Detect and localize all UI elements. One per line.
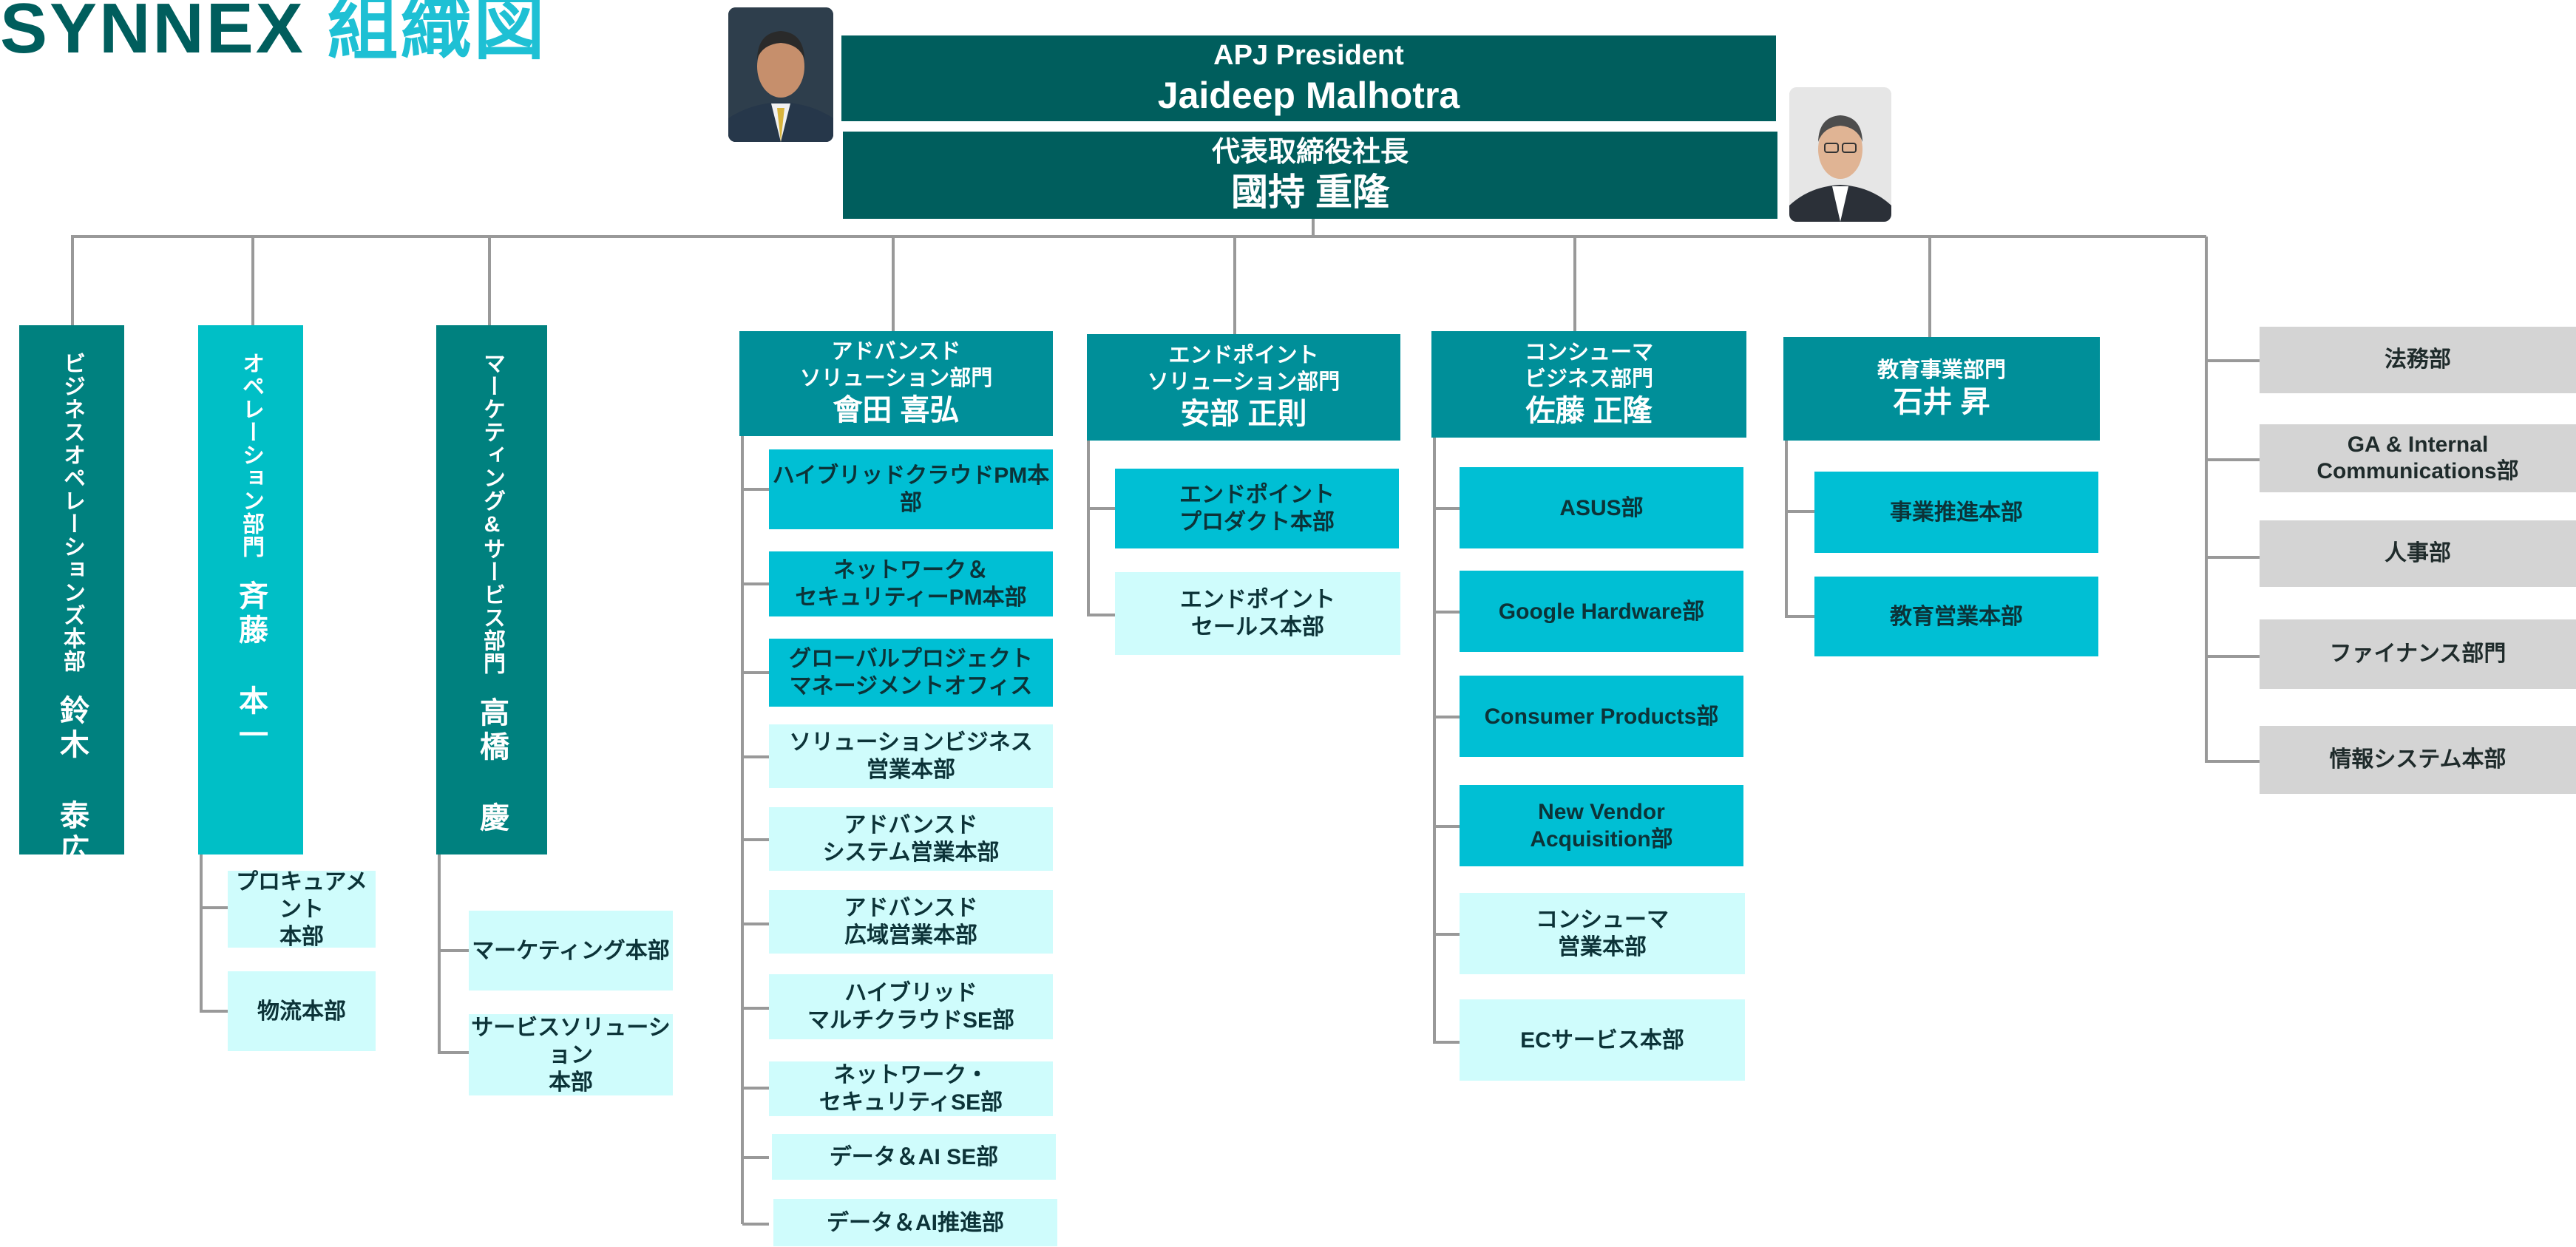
president-name: Jaideep Malhotra (1157, 75, 1460, 116)
marketing-service-head: 高橋 慶 (475, 697, 508, 836)
legal-dept: 法務部 (2260, 327, 2576, 393)
operations-dept: オペレーション部門 斉藤 本一 (198, 325, 303, 854)
business-operations-head: 鈴木 泰広 (55, 695, 88, 868)
consumer-sub-4: New Vendor Acquisition部 (1460, 785, 1743, 866)
consumer-business-name: 佐藤 正隆 (1525, 395, 1653, 427)
advanced-solutions-title: アドバンスド ソリューション部門 (799, 340, 993, 390)
president-photo (728, 7, 833, 142)
ceo-photo (1789, 87, 1891, 222)
hr-dept: 人事部 (2260, 520, 2576, 587)
procurement-dept: プロキュアメント 本部 (228, 870, 376, 949)
information-systems-dept: 情報システム本部 (2260, 726, 2576, 794)
title-accent: 組織図 (327, 0, 547, 68)
advanced-sub-6: アドバンスド 広域営業本部 (769, 890, 1053, 954)
consumer-sub-5: コンシューマ 営業本部 (1460, 893, 1745, 974)
consumer-sub-2: Google Hardware部 (1460, 571, 1743, 652)
education-head: 教育事業部門 石井 昇 (1783, 337, 2100, 441)
president-role: APJ President (1213, 40, 1404, 71)
endpoint-solutions-name: 安部 正則 (1180, 398, 1307, 430)
marketing-service-dept: マーケティング&サービス部門 高橋 慶 (436, 325, 547, 854)
education-sub-1: 事業推進本部 (1814, 472, 2098, 553)
title-prefix: SYNNEX (0, 0, 305, 68)
marketing-hq: マーケティング本部 (469, 911, 673, 991)
advanced-sub-3: グローバルプロジェクト マネージメントオフィス (769, 639, 1053, 707)
consumer-sub-1: ASUS部 (1460, 467, 1743, 548)
education-title: 教育事業部門 (1877, 359, 2006, 382)
operations-label: オペレーション部門 (239, 352, 263, 558)
finance-dept: ファイナンス部門 (2260, 619, 2576, 689)
page-title: SYNNEX 組織図 (0, 0, 546, 73)
advanced-sub-4: ソリューションビジネス 営業本部 (769, 724, 1053, 788)
business-operations-dept: ビジネスオペレーションズ本部 鈴木 泰広 (19, 325, 124, 868)
advanced-solutions-name: 會田 喜弘 (833, 394, 960, 427)
advanced-sub-8: ネットワーク・ セキュリティSE部 (769, 1061, 1053, 1116)
education-sub-2: 教育営業本部 (1814, 577, 2098, 656)
endpoint-sub-1: エンドポイント プロダクト本部 (1115, 469, 1399, 548)
endpoint-solutions-title: エンドポイント ソリューション部門 (1147, 344, 1340, 394)
advanced-solutions-head: アドバンスド ソリューション部門 會田 喜弘 (739, 331, 1053, 436)
advanced-sub-7: ハイブリッド マルチクラウドSE部 (769, 974, 1053, 1039)
ceo-name: 國持 重隆 (1231, 171, 1389, 213)
business-operations-label: ビジネスオペレーションズ本部 (60, 352, 84, 673)
logistics-dept: 物流本部 (228, 971, 376, 1051)
operations-head: 斉藤 本一 (234, 580, 267, 753)
endpoint-sub-2: エンドポイント セールス本部 (1115, 572, 1400, 655)
advanced-sub-9: データ＆AI SE部 (772, 1134, 1056, 1180)
advanced-sub-2: ネットワーク＆ セキュリティーPM本部 (769, 551, 1053, 616)
endpoint-solutions-head: エンドポイント ソリューション部門 安部 正則 (1087, 334, 1400, 441)
education-name: 石井 昇 (1893, 386, 1990, 418)
advanced-sub-10: データ＆AI推進部 (773, 1199, 1057, 1246)
consumer-sub-6: ECサービス本部 (1460, 999, 1745, 1081)
president-box: APJ President Jaideep Malhotra (841, 35, 1776, 121)
consumer-sub-3: Consumer Products部 (1460, 676, 1743, 757)
ceo-box: 代表取締役社長 國持 重隆 (843, 132, 1777, 219)
advanced-sub-1: ハイブリッドクラウドPM本部 (769, 449, 1053, 529)
service-solution-hq: サービスソリューション 本部 (469, 1014, 673, 1095)
advanced-sub-5: アドバンスド システム営業本部 (769, 807, 1053, 871)
marketing-service-label: マーケティング&サービス部門 (480, 352, 504, 675)
ga-communications-dept: GA & Internal Communications部 (2260, 424, 2576, 492)
consumer-business-head: コンシューマ ビジネス部門 佐藤 正隆 (1431, 331, 1746, 438)
consumer-business-title: コンシューマ ビジネス部門 (1524, 341, 1653, 391)
ceo-role: 代表取締役社長 (1211, 137, 1409, 168)
